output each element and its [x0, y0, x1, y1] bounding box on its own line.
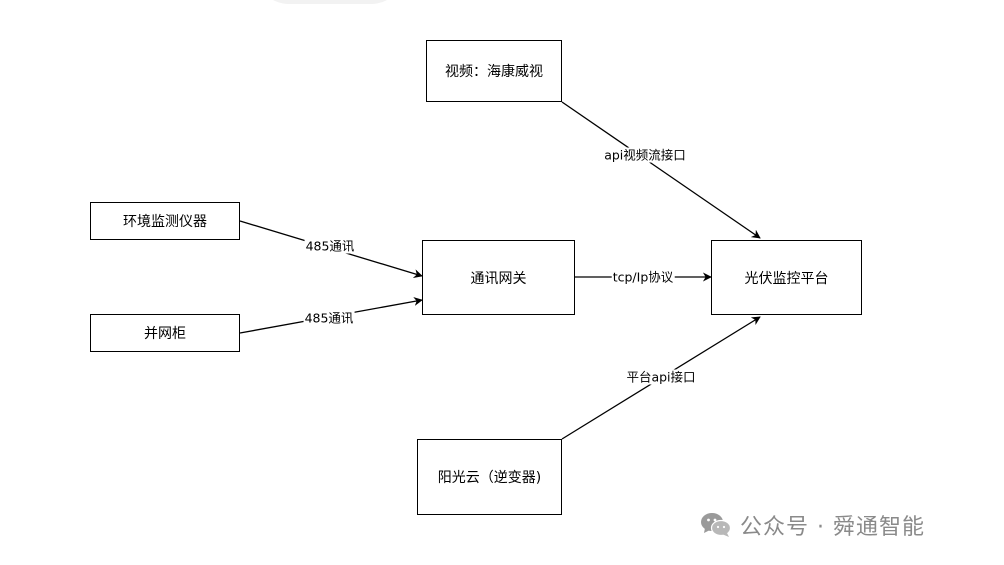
- node-sungrow-cloud-label: 阳光云（逆变器): [437, 470, 542, 486]
- node-env-monitor-label: 环境监测仪器: [123, 214, 207, 230]
- edge-label-cloud-to-platform: 平台api接口: [625, 369, 697, 385]
- wechat-icon: [701, 513, 732, 537]
- top-edge-decoration: [255, 0, 405, 4]
- node-grid-cabinet-label: 并网柜: [144, 326, 186, 342]
- node-env-monitor[interactable]: 环境监测仪器: [90, 202, 240, 240]
- node-sungrow-cloud[interactable]: 阳光云（逆变器): [417, 439, 562, 515]
- edge-label-env-to-gateway: 485通讯: [304, 238, 356, 254]
- node-grid-cabinet[interactable]: 并网柜: [90, 314, 240, 352]
- edge-video-to-platform: [561, 101, 761, 239]
- node-video[interactable]: 视频：海康威视: [426, 40, 562, 102]
- node-pv-platform[interactable]: 光伏监控平台: [711, 240, 862, 315]
- node-gateway-label: 通讯网关: [470, 270, 527, 287]
- watermark: 公众号 · 舜通智能: [700, 509, 925, 541]
- node-pv-platform-label: 光伏监控平台: [744, 270, 829, 287]
- node-video-label: 视频：海康威视: [445, 64, 543, 80]
- edge-label-gateway-to-platform: tcp/Ip协议: [611, 269, 675, 285]
- node-gateway[interactable]: 通讯网关: [422, 240, 575, 315]
- edge-label-video-to-platform: api视频流接口: [603, 147, 687, 163]
- watermark-text: 公众号 · 舜通智能: [740, 515, 925, 540]
- edge-label-cabinet-to-gateway: 485通讯: [303, 310, 355, 326]
